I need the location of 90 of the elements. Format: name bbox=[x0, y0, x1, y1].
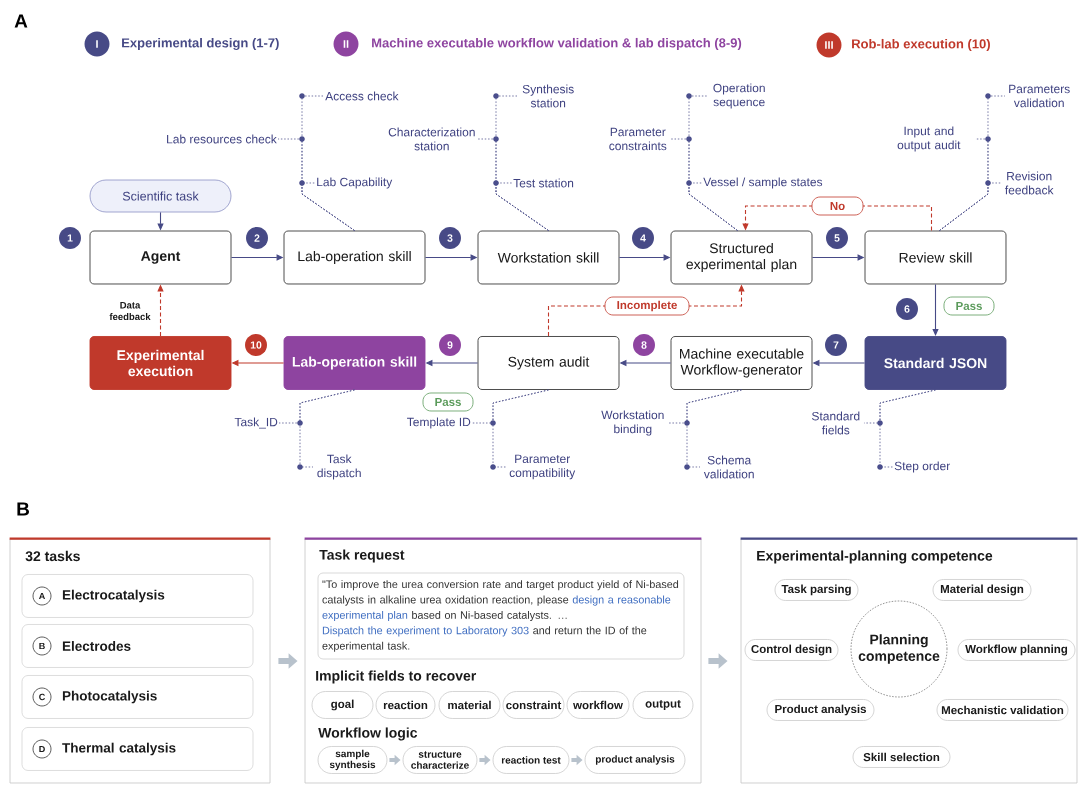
edge-label: Data feedback bbox=[104, 300, 156, 322]
annotation-text: Template ID bbox=[407, 417, 471, 429]
field-pill: output bbox=[632, 691, 694, 719]
process-box: Agent bbox=[89, 230, 232, 285]
legend-badge: III bbox=[816, 32, 842, 58]
step-number: 3 bbox=[439, 227, 461, 249]
legend-label: Rob-lab execution (10) bbox=[852, 38, 990, 52]
task-pill: Scientific task bbox=[89, 179, 232, 213]
annotation-text: Parameters validation bbox=[1009, 84, 1070, 108]
leader-line bbox=[492, 389, 549, 468]
step-pill: product analysis bbox=[584, 746, 686, 774]
edge-label: Incomplete bbox=[604, 296, 690, 316]
step-number: 10 bbox=[245, 334, 267, 356]
legend-label: Experimental design (1-7) bbox=[122, 37, 279, 51]
annotation-text: Lab Capability bbox=[317, 177, 393, 189]
process-box: Lab-operation skill bbox=[283, 230, 426, 285]
step-pill: sample synthesis bbox=[317, 746, 388, 774]
step-number: 4 bbox=[632, 227, 654, 249]
letter-badge: C bbox=[32, 687, 52, 707]
process-box: Review skill bbox=[864, 230, 1007, 285]
annotation-text: Revision feedback bbox=[1005, 171, 1054, 195]
step-number: 8 bbox=[633, 334, 655, 356]
step-number: 6 bbox=[896, 298, 918, 320]
annotation-text: Vessel / sample states bbox=[703, 177, 823, 189]
panel-label: A bbox=[14, 14, 28, 28]
section-heading: Experimental-planning competence bbox=[757, 550, 993, 564]
annotation-text: Task dispatch bbox=[317, 454, 361, 480]
annotation-text: Access check bbox=[325, 91, 399, 101]
edge-label: Pass bbox=[422, 392, 474, 412]
step-number: 1 bbox=[59, 227, 81, 249]
legend-label: Machine executable workflow validation & lab dispatch (8-9) bbox=[372, 37, 742, 51]
competence-pill: Material design bbox=[932, 579, 1032, 601]
field-pill: workflow bbox=[566, 691, 630, 719]
quote-box: "To improve the urea conversion rate and target product yield of Ni-based catalysts in alkaline urea oxidation reaction, please design a reasonable experimental plan based on Ni-based catalysts. … Dispatch the experiment to Laboratory 303 and return the ID of the experimental task. bbox=[317, 572, 685, 660]
field-pill: reaction bbox=[375, 691, 436, 719]
annotation-text: Task_ID bbox=[234, 417, 278, 429]
process-box: System audit bbox=[477, 336, 620, 390]
leader-line bbox=[301, 182, 355, 231]
competence-pill: Skill selection bbox=[852, 746, 951, 768]
letter-badge: A bbox=[32, 586, 52, 606]
process-box: Machine executable Workflow-generator bbox=[670, 336, 813, 390]
competence-pill: Task parsing bbox=[774, 579, 859, 601]
step-number: 2 bbox=[246, 227, 268, 249]
section-heading: 32 tasks bbox=[25, 550, 80, 562]
section-heading: Workflow logic bbox=[318, 727, 418, 741]
field-pill: constraint bbox=[502, 691, 565, 719]
process-box: Standard JSON bbox=[864, 336, 1007, 390]
panel-label: B bbox=[17, 502, 29, 516]
leader-line bbox=[686, 389, 742, 468]
annotation-text: Operation sequence bbox=[713, 83, 765, 109]
annotation-text: Workstation binding bbox=[601, 410, 664, 436]
competence-pill: Product analysis bbox=[766, 699, 875, 721]
field-pill: material bbox=[438, 691, 501, 719]
step-number: 5 bbox=[826, 227, 848, 249]
process-box: Experimental execution bbox=[89, 336, 232, 390]
annotation-text: Lab resources check bbox=[167, 134, 277, 144]
field-pill: goal bbox=[311, 691, 374, 719]
letter-badge: D bbox=[32, 739, 52, 759]
process-box: Structured experimental plan bbox=[670, 230, 813, 285]
annotation-text: Characterization station bbox=[388, 127, 475, 151]
leader-line bbox=[939, 182, 1002, 231]
section-heading: Task request bbox=[319, 549, 405, 563]
leader-line bbox=[688, 182, 738, 231]
edge-label: No bbox=[811, 196, 864, 216]
step-number: 9 bbox=[439, 334, 461, 356]
leader-line bbox=[879, 389, 936, 468]
competence-pill: Mechanistic validation bbox=[936, 699, 1069, 721]
leader-line bbox=[299, 389, 355, 468]
letter-badge: B bbox=[32, 636, 52, 656]
process-box: Workstation skill bbox=[477, 230, 620, 285]
leader-line bbox=[495, 182, 549, 231]
annotation-text: Parameter compatibility bbox=[509, 454, 576, 480]
annotation-text: Parameter constraints bbox=[609, 127, 667, 151]
competence-pill: Workflow planning bbox=[957, 639, 1076, 661]
step-pill: reaction test bbox=[492, 746, 570, 774]
competence-pill: Control design bbox=[744, 639, 839, 661]
legend-badge: I bbox=[84, 31, 110, 57]
annotation-text: Test station bbox=[513, 178, 574, 188]
section-heading: Implicit fields to recover bbox=[316, 670, 477, 684]
annotation-text: Standard fields bbox=[812, 411, 860, 435]
step-number: 7 bbox=[825, 334, 847, 356]
annotation-text: Schema validation bbox=[703, 455, 754, 479]
process-box: Lab-operation skill bbox=[283, 336, 426, 390]
arrow bbox=[932, 283, 939, 336]
edge-label: Pass bbox=[943, 296, 995, 316]
step-pill: structure characterize bbox=[402, 746, 478, 774]
legend-badge: II bbox=[333, 31, 359, 57]
annotation-text: Synthesis station bbox=[522, 84, 574, 108]
annotation-text: Step order bbox=[894, 461, 950, 473]
annotation-text: Input and output audit bbox=[897, 126, 961, 152]
